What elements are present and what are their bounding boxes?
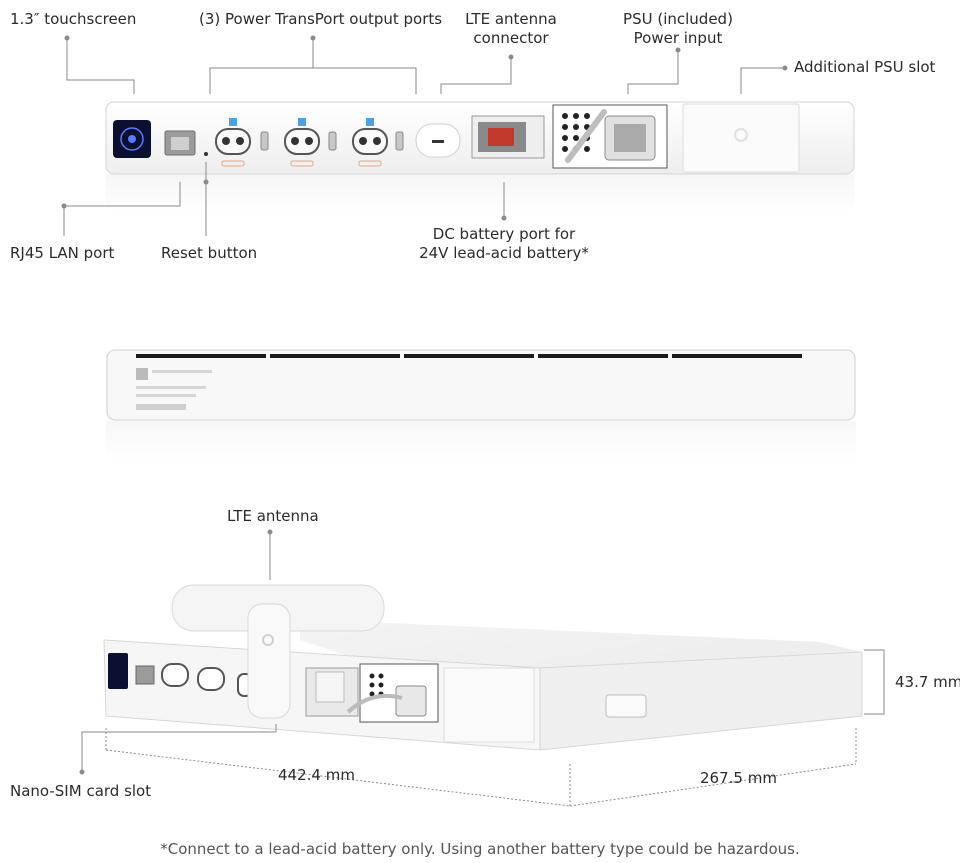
- lte-antenna-label: LTE antenna: [227, 507, 319, 525]
- qr-code: [136, 368, 148, 380]
- transport-port-2: [284, 118, 337, 167]
- rear-view: [106, 349, 856, 461]
- sim-cover: [605, 694, 647, 718]
- dc-battery-label-line2: 24V lead-acid battery*: [419, 244, 589, 262]
- rj45-label: RJ45 LAN port: [10, 244, 115, 262]
- psu-label: PSU (included) Power input: [612, 10, 744, 48]
- vent-5: [672, 354, 802, 358]
- lte-connector-label: LTE antenna connector: [451, 10, 571, 48]
- lte-connector-label-line2: connector: [473, 29, 549, 47]
- lte-connector-label-line1: LTE antenna: [465, 10, 557, 28]
- height-dimension: 43.7 mm: [895, 673, 960, 691]
- perspective-view: [103, 584, 863, 751]
- rear-chassis: [106, 349, 856, 421]
- front-reflection: [106, 174, 854, 214]
- power-transport-label: (3) Power TransPort output ports: [199, 10, 443, 28]
- reset-label: Reset button: [161, 244, 258, 262]
- touchscreen-label: 1.3″ touchscreen: [10, 10, 137, 28]
- reset-hole: [204, 152, 208, 156]
- perspective-screen: [108, 653, 128, 689]
- dc-battery-label-line1: DC battery port for: [432, 225, 576, 243]
- nano-sim-label: Nano-SIM card slot: [10, 782, 152, 800]
- battery-footnote: *Connect to a lead-acid battery only. Us…: [160, 840, 800, 858]
- vent-2: [270, 354, 400, 358]
- front-view: [105, 101, 855, 214]
- transport-port-1: [215, 118, 269, 167]
- touchscreen-ring: [120, 127, 144, 151]
- vent-4: [538, 354, 668, 358]
- additional-psu-cover: [682, 103, 800, 173]
- psu-label-line1: PSU (included): [623, 10, 733, 28]
- antenna-stem: [247, 603, 291, 719]
- transport-port-3: [352, 118, 404, 167]
- width-dimension: 442.4 mm: [278, 766, 355, 784]
- leader-lines: [63, 38, 885, 807]
- psu-label-line2: Power input: [633, 29, 723, 47]
- depth-dimension: 267.5 mm: [700, 769, 777, 787]
- additional-psu-label: Additional PSU slot: [794, 58, 936, 76]
- vent-1: [136, 354, 266, 358]
- vent-3: [404, 354, 534, 358]
- dc-battery-label: DC battery port for 24V lead-acid batter…: [404, 225, 604, 263]
